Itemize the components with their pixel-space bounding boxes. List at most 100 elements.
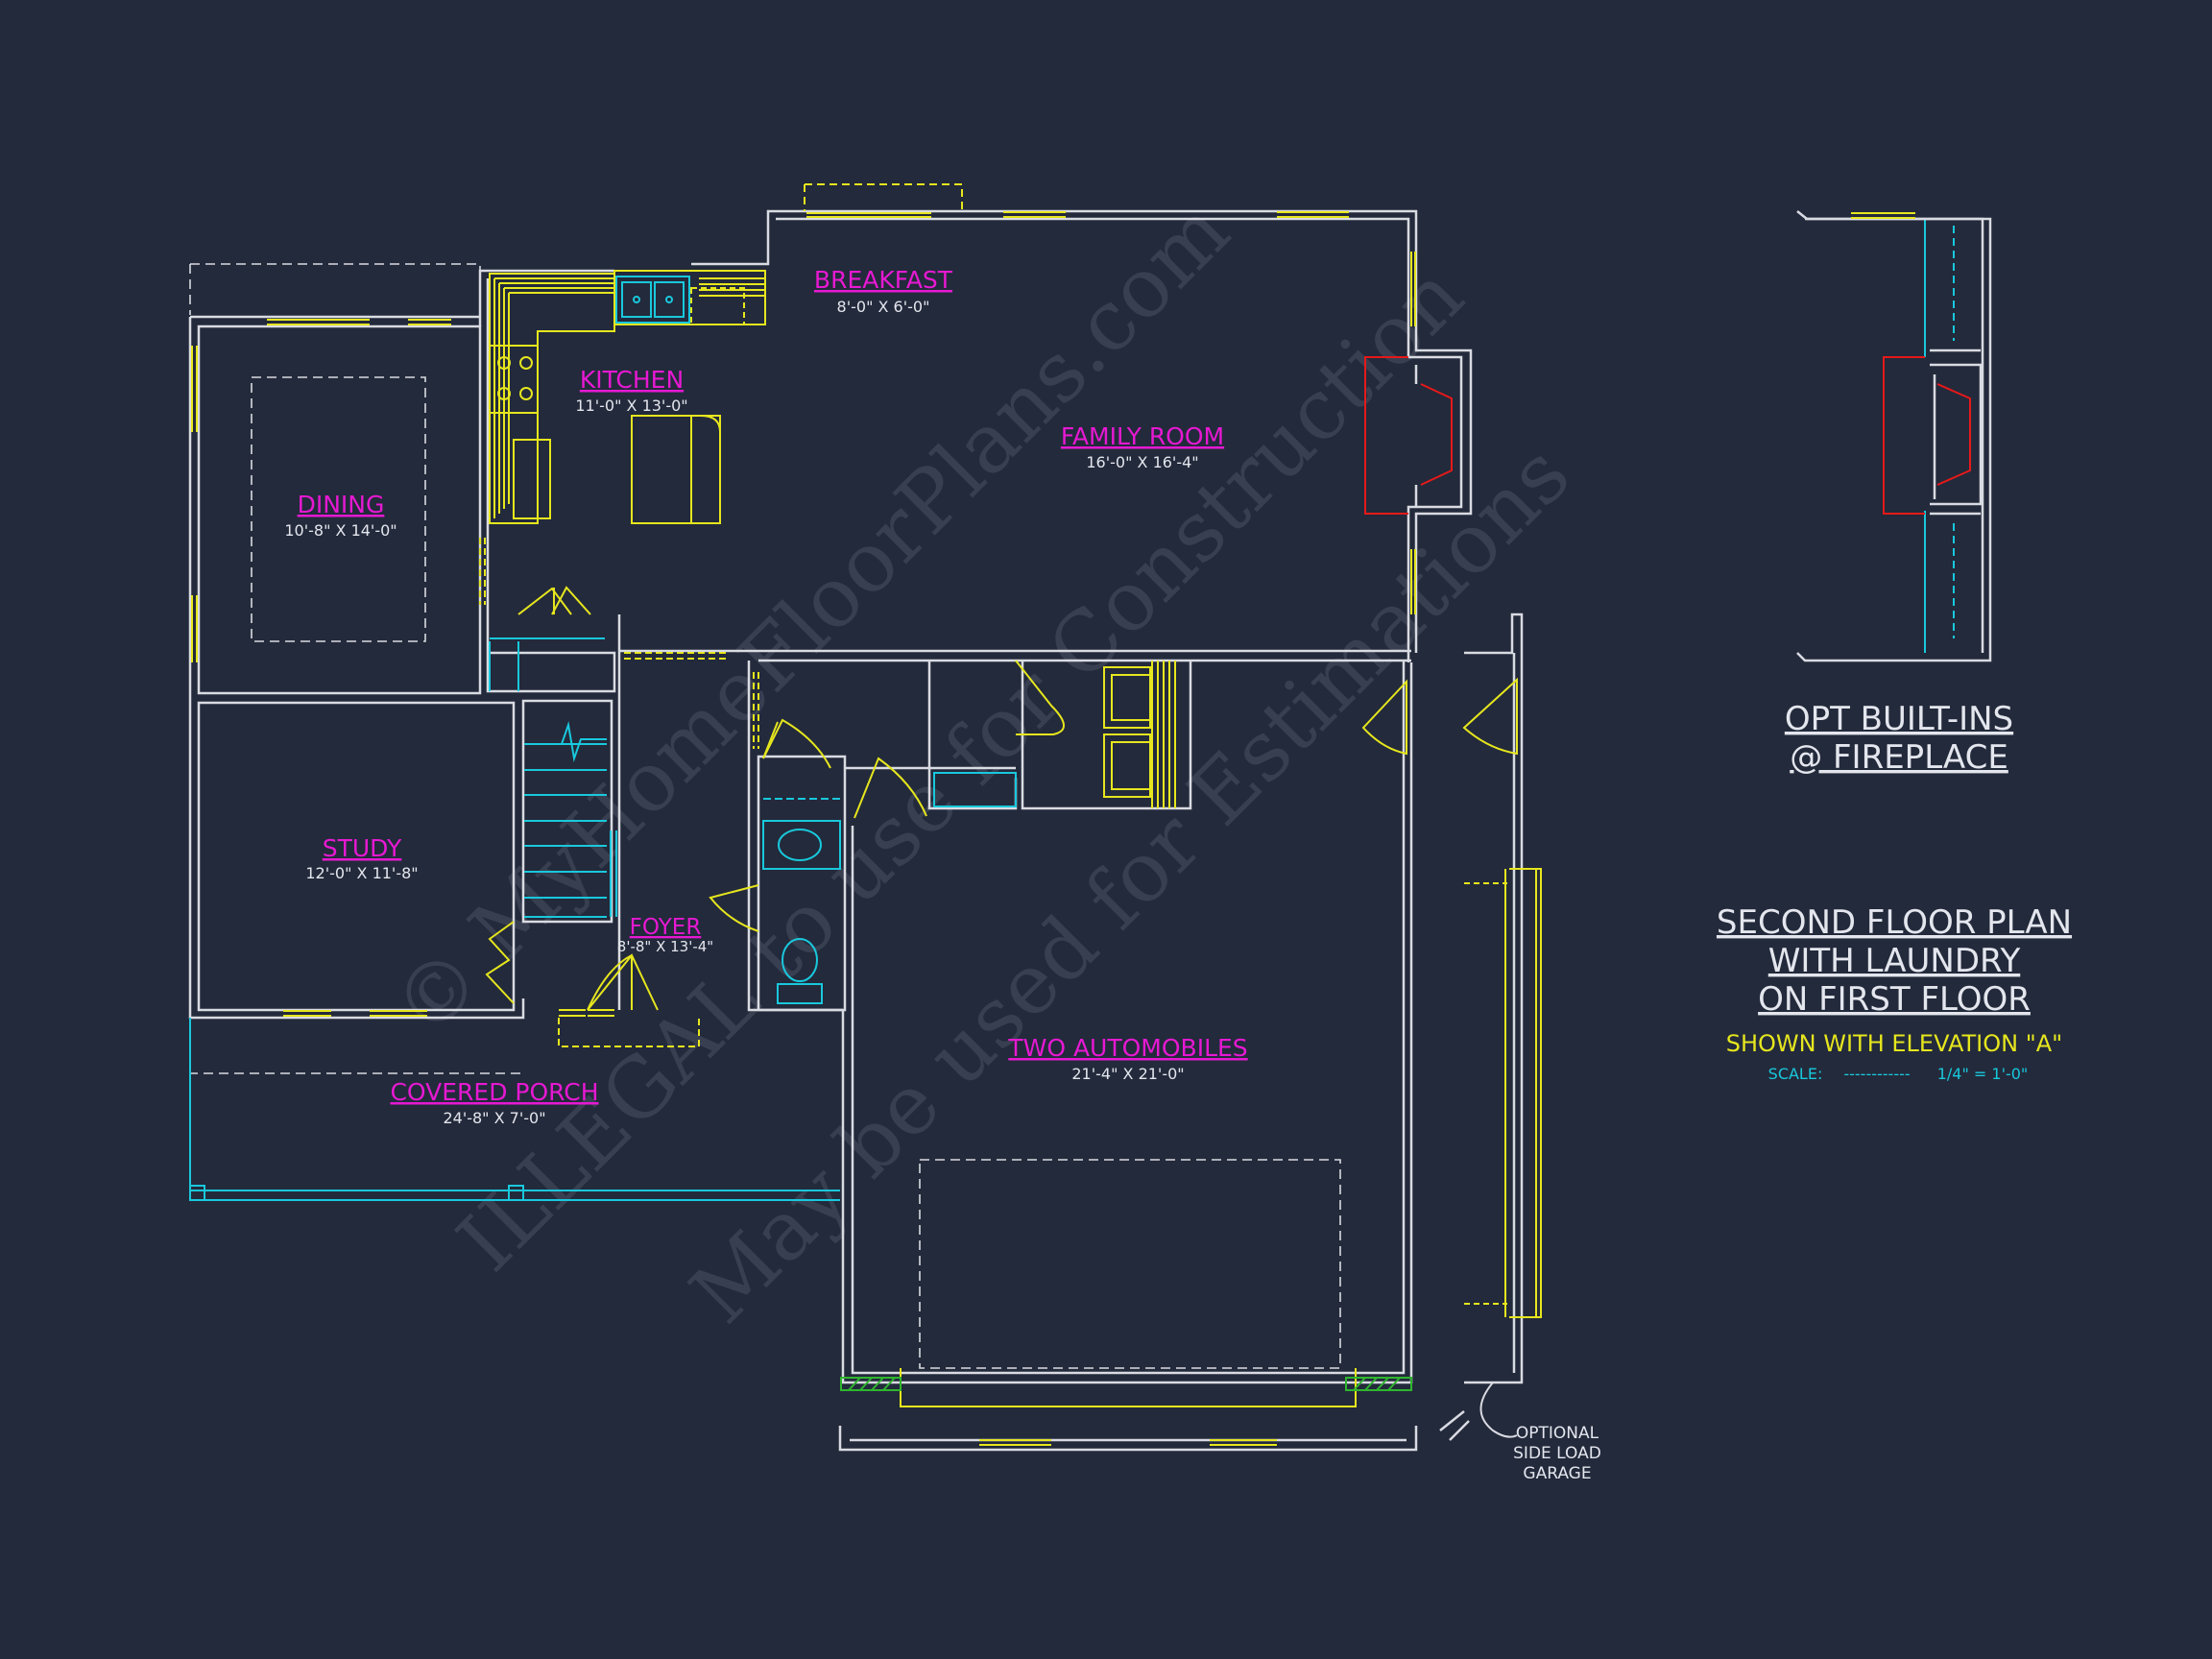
wall-breakfast-inner — [776, 217, 1410, 357]
room-size-study: 12'-0" X 11'-8" — [305, 864, 418, 882]
kitchen-island-top — [632, 415, 721, 433]
fireplace-builtin-hearth — [1883, 356, 1925, 515]
door-closet-2 — [854, 757, 927, 819]
kitchen-island — [631, 415, 721, 524]
label-foyer: FOYER 8'-8" X 13'-4" — [617, 915, 713, 955]
dishwasher — [690, 287, 745, 325]
label-breakfast: BREAKFAST 8'-0" X 6'-0" — [814, 266, 953, 316]
porch-beam — [189, 1025, 523, 1074]
label-porch: COVERED PORCH 24'-8" X 7'-0" — [390, 1078, 598, 1127]
window-foyer — [559, 1009, 614, 1017]
builtin-outer — [1796, 210, 1992, 662]
lav-counter — [762, 820, 841, 870]
door-hall-pantry — [517, 586, 591, 615]
stair-stringer — [610, 830, 617, 917]
builtin-chase — [1930, 363, 1983, 506]
wall-garage-outer — [851, 661, 1406, 1375]
room-name-dining: DINING — [298, 491, 385, 518]
laundry-shelves — [1151, 661, 1176, 808]
main-walls — [188, 209, 1524, 1452]
burner-3 — [497, 387, 511, 400]
toilet-bowl — [781, 938, 818, 982]
label-dining: DINING 10'-8" X 14'-0" — [284, 491, 397, 540]
label-kitchen: KITCHEN 11'-0" X 13'-0" — [575, 366, 687, 415]
room-size-dining: 10'-8" X 14'-0" — [284, 521, 397, 540]
pier-left — [840, 1377, 902, 1391]
room-name-porch: COVERED PORCH — [390, 1078, 598, 1106]
dryer — [1103, 733, 1151, 798]
toilet-tank — [777, 983, 823, 1004]
door-side-garage — [1462, 677, 1518, 756]
refrigerator — [513, 439, 551, 519]
builtins-title-line-2: @ FIREPLACE — [1790, 738, 2008, 777]
window-breakfast-top — [804, 183, 963, 211]
kitchen-counter-north — [613, 270, 766, 325]
room-name-kitchen: KITCHEN — [580, 366, 684, 394]
optional-garage-line-2: SIDE LOAD — [1513, 1444, 1601, 1463]
room-name-family-room: FAMILY ROOM — [1061, 422, 1224, 450]
optional-garage-line-3: GARAGE — [1523, 1464, 1591, 1483]
title-line-2: WITH LAUNDRY — [1768, 942, 2021, 980]
wall-opt-front — [838, 1426, 1418, 1452]
label-study: STUDY 12'-0" X 11'-8" — [305, 834, 418, 882]
garage-door-outline — [919, 1159, 1341, 1369]
window-study-bottom — [283, 1010, 427, 1017]
kitchen-counter-north-lines — [699, 277, 765, 297]
room-size-foyer: 8'-8" X 13'-4" — [617, 938, 713, 955]
wall-study-inner — [197, 701, 516, 1012]
fireplace-walls — [1414, 210, 1992, 662]
wall-west-outer — [188, 317, 525, 1020]
dining-table-outline — [251, 376, 426, 642]
stair-break — [524, 721, 607, 762]
side-garage-header — [1464, 882, 1507, 1305]
garage-piers — [840, 1377, 1412, 1391]
title-elevation: SHOWN WITH ELEVATION "A" — [1726, 1030, 2062, 1057]
door-foyer-front — [587, 953, 659, 1011]
window-family-top — [1003, 211, 1349, 218]
optional-garage-line-1: OPTIONAL — [1516, 1424, 1599, 1443]
stair-treads — [524, 743, 607, 918]
wall-powder — [757, 755, 847, 1012]
wall-family-east — [1407, 355, 1463, 662]
label-garage: TWO AUTOMOBILES 21'-4" X 21'-0" — [1007, 1034, 1247, 1083]
porch-post-boxes — [189, 1185, 524, 1201]
title-line-1: SECOND FLOOR PLAN — [1717, 903, 2072, 942]
door-hall-dash — [624, 652, 730, 660]
optional-garage-note: OPTIONAL SIDE LOAD GARAGE — [1513, 1424, 1601, 1483]
fireplace-main-hearth — [1364, 356, 1408, 515]
wall-central-hall — [486, 614, 616, 693]
fireplace-builtin-firebox — [1936, 383, 1971, 486]
foyer-mat — [558, 1018, 700, 1047]
door-kitchen-west-dash — [479, 538, 486, 605]
window-breakfast-top-sill — [806, 212, 931, 218]
title-scale-value: 1/4" = 1'-0" — [1937, 1065, 2029, 1083]
room-name-breakfast: BREAKFAST — [814, 266, 953, 294]
side-garage-door — [1504, 868, 1542, 1318]
room-name-foyer: FOYER — [630, 915, 702, 940]
wall-breakfast-north — [691, 209, 1473, 653]
title-scale-label: SCALE: — [1768, 1065, 1823, 1083]
builtins-title-line-1: OPT BUILT-INS — [1785, 700, 2013, 738]
builtin-windows — [1851, 212, 1915, 219]
window-dining-top — [267, 319, 451, 325]
burner-4 — [519, 387, 533, 400]
room-name-garage: TWO AUTOMOBILES — [1007, 1034, 1247, 1062]
door-laundry — [1015, 660, 1065, 735]
pier-right — [1345, 1377, 1412, 1391]
window-garage-front — [979, 1439, 1277, 1446]
lav-bowl — [778, 829, 822, 861]
title-block: SECOND FLOOR PLAN WITH LAUNDRY ON FIRST … — [1717, 903, 2072, 1083]
wall-side-garage — [1464, 613, 1524, 1384]
dining-trellis — [189, 263, 481, 315]
door-foyer-front-swing — [587, 954, 633, 1011]
room-name-study: STUDY — [323, 834, 402, 862]
door-hall-side-dash — [753, 672, 759, 749]
sink-drain-1 — [633, 296, 640, 303]
room-size-breakfast: 8'-0" X 6'-0" — [837, 298, 930, 316]
door-closet-1 — [762, 718, 831, 769]
room-size-garage: 21'-4" X 21'-0" — [1071, 1065, 1184, 1083]
builtin-window-top — [1851, 212, 1915, 219]
room-size-family-room: 16'-0" X 16'-4" — [1086, 453, 1198, 471]
